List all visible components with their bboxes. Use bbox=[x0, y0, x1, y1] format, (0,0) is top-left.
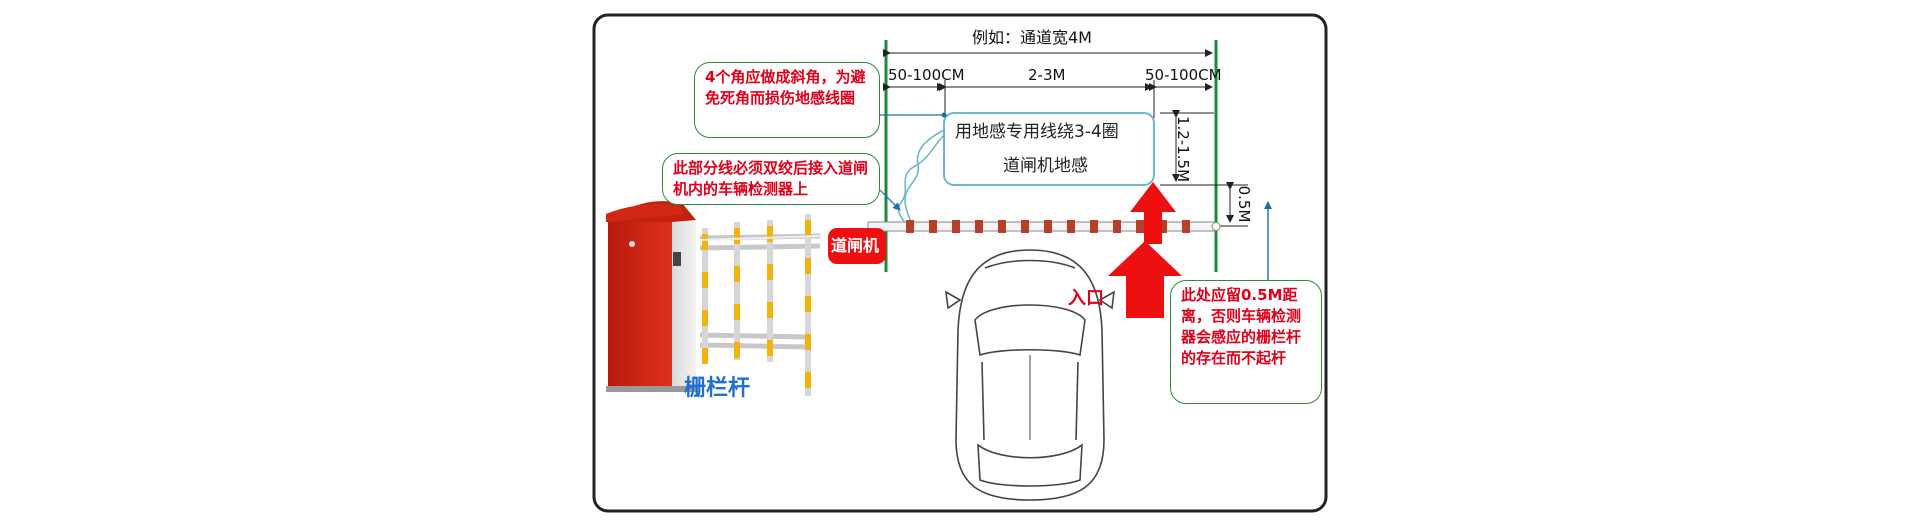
boom-stripes bbox=[906, 220, 1190, 233]
boom-stripe bbox=[929, 220, 937, 233]
gate-machine-label: 道闸机 bbox=[831, 236, 880, 255]
loop-text-1: 用地感专用线绕3-4圈 bbox=[955, 122, 1119, 142]
boom-stripe bbox=[998, 220, 1006, 233]
loop-depth-label: 1.2-1.5M bbox=[1174, 115, 1192, 183]
fence-rail bbox=[699, 342, 809, 350]
barrier-cabinet bbox=[606, 201, 698, 392]
boom-stripe bbox=[1136, 220, 1144, 233]
boom-stripe bbox=[1044, 220, 1052, 233]
lane-width-label: 例如：通道宽4M bbox=[972, 28, 1092, 47]
fence-rail bbox=[699, 243, 821, 251]
boom-stripe bbox=[1067, 220, 1075, 233]
fence-bar-label: 栅栏杆 bbox=[684, 376, 751, 401]
boom-stripe bbox=[1021, 220, 1029, 233]
fence-rail-highlight bbox=[699, 235, 823, 241]
twisted-wire-b bbox=[897, 134, 945, 229]
twist-pointer bbox=[879, 189, 901, 211]
right-gap-label: 50-100CM bbox=[1145, 66, 1222, 84]
left-gap-label: 50-100CM bbox=[888, 66, 965, 84]
car-illustration bbox=[945, 249, 1115, 501]
boom-stripe bbox=[1090, 220, 1098, 233]
gate-machine-box bbox=[828, 228, 886, 264]
twisted-wire-a bbox=[904, 129, 945, 229]
boom-stripe bbox=[1113, 220, 1121, 233]
entrance-arrow bbox=[1130, 182, 1176, 244]
corners-callout: 4个角应做成斜角，为避免死角而损伤地感线圈 bbox=[694, 62, 880, 138]
boom-stripe bbox=[1182, 220, 1190, 233]
boom-stripe bbox=[952, 220, 960, 233]
barrier-gap-label: 0.5M bbox=[1235, 185, 1253, 223]
distance-callout: 此处应留0.5M距离，否则车辆检测器会感应的栅栏杆的存在而不起杆 bbox=[1170, 280, 1322, 404]
boom-stripe bbox=[906, 220, 914, 233]
entrance-arrow-main bbox=[1108, 241, 1182, 318]
boom-stripe bbox=[975, 220, 983, 233]
boom-stripe bbox=[1159, 220, 1167, 233]
fence-rail bbox=[699, 332, 809, 340]
boom-end-cap bbox=[1211, 222, 1221, 231]
twist-callout: 此部分线必须双绞后接入道闸机内的车辆检测器上 bbox=[662, 153, 880, 205]
loop-text-2: 道闸机地感 bbox=[1003, 156, 1088, 176]
ground-loop bbox=[943, 112, 1155, 186]
middle-label: 2-3M bbox=[1028, 66, 1066, 84]
entrance-label: 入口 bbox=[1068, 288, 1104, 309]
corner-pointer-dot bbox=[941, 112, 947, 118]
fence-gate bbox=[699, 214, 823, 396]
diagram-frame bbox=[592, 13, 1328, 513]
